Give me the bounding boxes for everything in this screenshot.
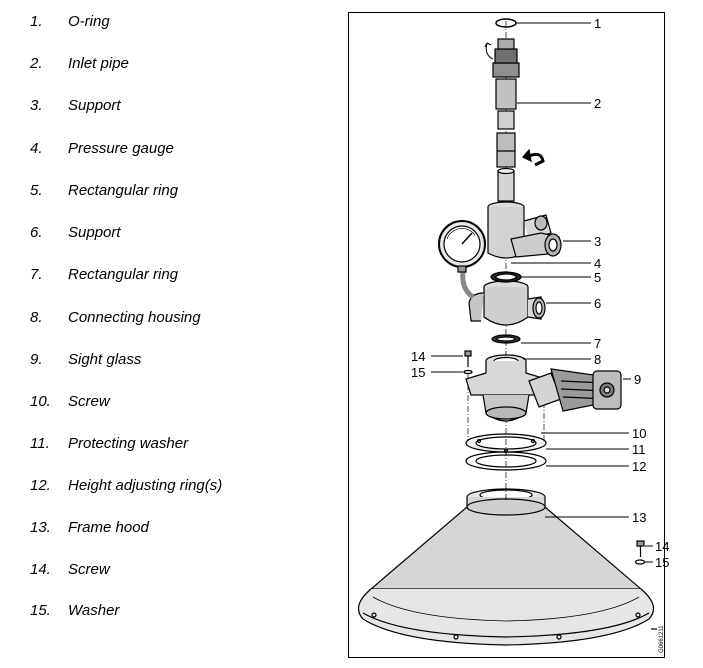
callout-10: 10 (632, 426, 646, 441)
callout-14-right: 14 (655, 539, 669, 554)
legend-number: 11. (30, 435, 50, 452)
legend-number: 15. (30, 602, 51, 619)
legend-item: 7. Rectangular ring (30, 266, 178, 284)
legend-item: 10. Screw (30, 393, 110, 411)
callout-2: 2 (594, 96, 601, 111)
legend-number: 6. (30, 224, 43, 241)
callout-7: 7 (594, 336, 601, 351)
callout-1: 1 (594, 16, 601, 31)
legend-item: 1. O-ring (30, 13, 110, 31)
connecting-housing-shape (465, 354, 547, 422)
callout-14-left: 14 (411, 349, 425, 364)
callout-8: 8 (594, 352, 601, 367)
parts-legend: 1. O-ring 2. Inlet pipe 3. Support 4. Pressu… (0, 0, 340, 668)
legend-item: 15. Washer (30, 602, 119, 620)
legend-number: 7. (30, 266, 43, 283)
legend-label: Support (68, 224, 121, 241)
legend-item: 14. Screw (30, 561, 110, 579)
callout-5: 5 (594, 270, 601, 285)
legend-number: 9. (30, 351, 43, 368)
exploded-view-figure: 1 2 3 4 5 6 7 14 8 15 9 10 11 12 13 14 1… (348, 12, 669, 658)
legend-label: Rectangular ring (68, 182, 179, 199)
legend-label: Frame hood (68, 519, 149, 536)
frame-hood-shape (357, 488, 657, 646)
legend-number: 1. (30, 13, 43, 30)
legend-label: Washer (68, 602, 120, 619)
legend-item: 9. Sight glass (30, 351, 141, 369)
legend-label: O-ring (68, 13, 110, 30)
callout-6: 6 (594, 296, 601, 311)
callout-11: 11 (632, 442, 646, 457)
legend-number: 12. (30, 477, 51, 494)
legend-number: 4. (30, 140, 43, 157)
support-6-shape (460, 270, 546, 326)
legend-label: Support (68, 97, 121, 114)
drawing-code: G0661211 (659, 625, 665, 653)
callout-12: 12 (632, 459, 646, 474)
legend-item: 6. Support (30, 224, 121, 242)
legend-label: Screw (68, 561, 110, 578)
callout-15-left: 15 (411, 365, 425, 380)
legend-number: 13. (30, 519, 51, 536)
callout-9: 9 (634, 372, 641, 387)
legend-label: Screw (68, 393, 110, 410)
legend-item: 3. Support (30, 97, 121, 115)
legend-label: Inlet pipe (68, 55, 129, 72)
callout-3: 3 (594, 234, 601, 249)
legend-number: 3. (30, 97, 43, 114)
inlet-pipe-shape (484, 38, 520, 202)
legend-number: 2. (30, 55, 43, 72)
legend-item: 2. Inlet pipe (30, 55, 129, 73)
legend-item: 12. Height adjusting ring(s) (30, 477, 222, 495)
legend-item: 8. Connecting housing (30, 309, 201, 327)
legend-label: Height adjusting ring(s) (68, 477, 223, 494)
legend-number: 14. (30, 561, 51, 578)
callout-13: 13 (632, 510, 646, 525)
screw-left-shape (463, 350, 473, 375)
legend-item: 5. Rectangular ring (30, 182, 178, 200)
legend-number: 10. (30, 393, 51, 410)
legend-number: 5. (30, 182, 43, 199)
screw-right-shape (634, 540, 646, 565)
legend-label: Protecting washer (68, 435, 189, 452)
legend-item: 13. Frame hood (30, 519, 149, 537)
legend-item: 4. Pressure gauge (30, 140, 174, 158)
legend-item: 11. Protecting washer (30, 435, 188, 453)
legend-label: Rectangular ring (68, 266, 179, 283)
rotation-arrow-icon (528, 152, 545, 167)
legend-number: 8. (30, 309, 43, 326)
support-3-shape (487, 201, 562, 259)
callout-4: 4 (594, 256, 601, 271)
legend-label: Pressure gauge (68, 140, 174, 157)
exploded-view-drawing: 1 2 3 4 5 6 7 14 8 15 9 10 11 12 13 14 1… (357, 16, 669, 653)
legend-label: Sight glass (68, 351, 142, 368)
pressure-gauge-shape (438, 220, 486, 273)
legend-label: Connecting housing (68, 309, 201, 326)
sight-glass-shape (528, 368, 622, 412)
callout-15-right: 15 (655, 555, 669, 570)
